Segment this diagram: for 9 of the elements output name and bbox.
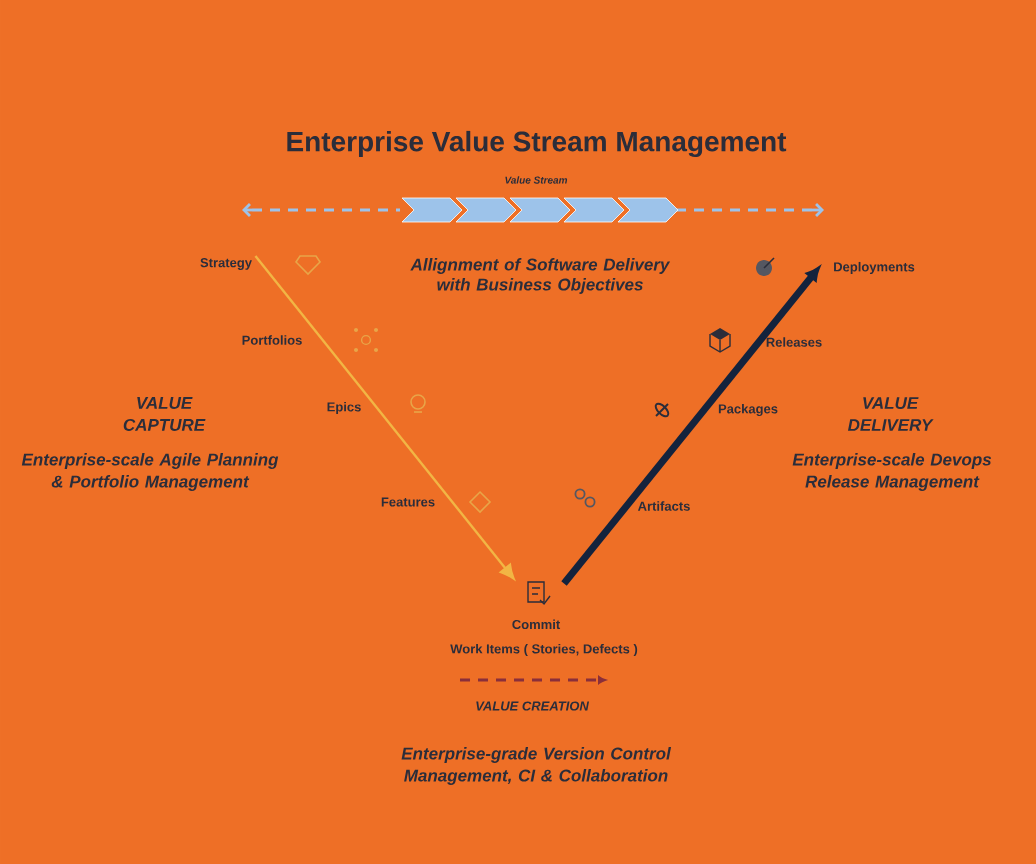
heading: VALUE CAPTURE [123,397,206,431]
label: Enterprise-scale Devops Release Management [792,453,992,491]
label: Enterprise-grade Version Control Management, CI & Collaboration [401,747,672,785]
label: Allignment of Software Delivery with Business Objectives [410,258,671,294]
title: Enterprise Value Stream Management [287,130,787,158]
label: Enterprise-scale Agile Planning & Portfolio Management [21,453,279,491]
arrow [561,267,820,586]
heading: VALUE DELIVERY [847,397,934,431]
arrow [254,255,515,580]
